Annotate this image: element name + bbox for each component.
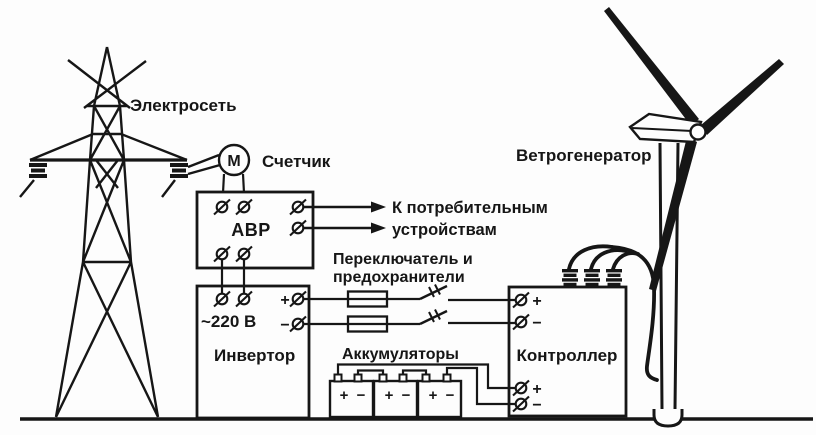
wind-generator-label: Ветрогенератор	[516, 146, 652, 165]
battery	[416, 379, 463, 419]
wind-turbine	[604, 7, 784, 428]
terminal-icon	[289, 198, 307, 216]
grid-label: Электросеть	[130, 96, 237, 115]
battery-plus: +	[340, 387, 349, 404]
terminals	[213, 198, 530, 413]
controller-box	[507, 285, 628, 418]
inverter-label: Инвертор	[214, 346, 295, 365]
terminal-icon	[512, 395, 530, 413]
battery-plus: +	[429, 387, 438, 404]
battery-bank: + − + − + −	[328, 373, 463, 419]
terminal-icon	[289, 315, 307, 333]
wiring	[220, 173, 516, 406]
terminal-icon	[235, 198, 253, 216]
arrow-icon	[371, 222, 386, 234]
battery	[328, 379, 375, 419]
batteries-label: Аккумуляторы	[342, 346, 459, 363]
consumers-label-line2: устройствам	[392, 221, 497, 239]
fuse-icon	[346, 290, 389, 308]
terminal-icon	[235, 290, 253, 308]
turbine-blade-right	[701, 59, 784, 135]
controller-insulators-icon	[562, 269, 622, 287]
insulator-icon	[29, 163, 188, 178]
turbine-base	[652, 409, 684, 428]
battery-plus: +	[385, 387, 394, 404]
terminal-icon	[213, 198, 231, 216]
battery	[372, 379, 419, 419]
meter-label: Счетчик	[262, 152, 331, 171]
arrow-icon	[371, 201, 386, 213]
controller-minus: −	[532, 315, 541, 332]
turbine-cables	[567, 244, 659, 382]
meter-symbol: М	[227, 153, 240, 170]
turbine-hub	[689, 123, 707, 141]
terminal-icon	[289, 219, 307, 237]
turbine-blade-down	[649, 137, 697, 291]
terminal-icon	[512, 291, 530, 309]
power-pylon	[19, 46, 221, 418]
controller-plus: +	[532, 381, 541, 398]
terminal-icon	[213, 290, 231, 308]
voltage-label: ~220 В	[201, 312, 256, 331]
terminal-icon	[512, 313, 530, 331]
terminal-icon	[213, 245, 231, 263]
battery-minus: −	[446, 387, 455, 404]
controller-minus: −	[532, 397, 541, 414]
avr-label: АВР	[231, 220, 271, 240]
terminal-icon	[289, 290, 307, 308]
fuse-icon	[346, 315, 389, 333]
switch-fuse-label-line2: предохранители	[333, 269, 465, 286]
consumers-label-line1: К потребительным	[392, 199, 548, 217]
inverter-plus: +	[280, 292, 289, 309]
battery-minus: −	[402, 387, 411, 404]
controller-label: Контроллер	[517, 346, 618, 365]
controller-plus: +	[532, 293, 541, 310]
battery-minus: −	[357, 387, 366, 404]
switch-fuse-label-line1: Переключатель и	[333, 251, 473, 268]
meter: М	[217, 143, 251, 177]
inverter-box	[195, 284, 311, 420]
inverter-minus: −	[280, 317, 289, 334]
terminal-icon	[512, 379, 530, 397]
turbine-blade-up	[604, 7, 699, 126]
terminal-icon	[235, 245, 253, 263]
